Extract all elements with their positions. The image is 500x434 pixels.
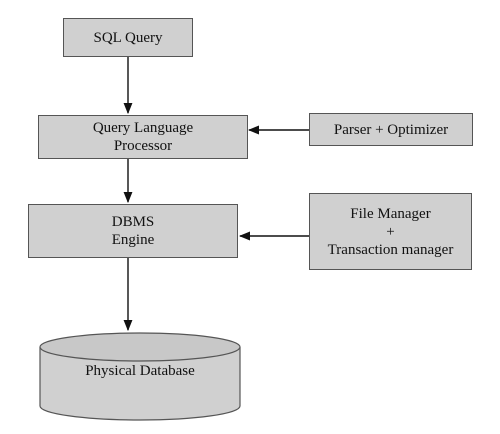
file-transaction-manager-box: File Manager + Transaction manager (309, 193, 472, 270)
parser-optimizer-label: Parser + Optimizer (333, 121, 449, 138)
engine-label-line1: DBMS (111, 214, 155, 230)
engine-label-line2: Engine (111, 232, 155, 248)
qlp-label-line1: Query Language (92, 120, 194, 136)
sql-query-box: SQL Query (63, 18, 193, 57)
physical-database-cylinder (39, 332, 241, 421)
dbms-engine-box: DBMS Engine (28, 204, 238, 258)
qlp-label-line2: Processor (113, 138, 173, 154)
parser-optimizer-box: Parser + Optimizer (309, 113, 473, 146)
fm-label-line2: + (386, 223, 395, 240)
fm-label-line3: Transaction manager (327, 241, 454, 258)
fm-label-line1: File Manager (350, 205, 431, 222)
physical-database-label: Physical Database (85, 363, 195, 379)
sql-query-label: SQL Query (93, 29, 163, 46)
query-language-processor-box: Query Language Processor (38, 115, 248, 159)
